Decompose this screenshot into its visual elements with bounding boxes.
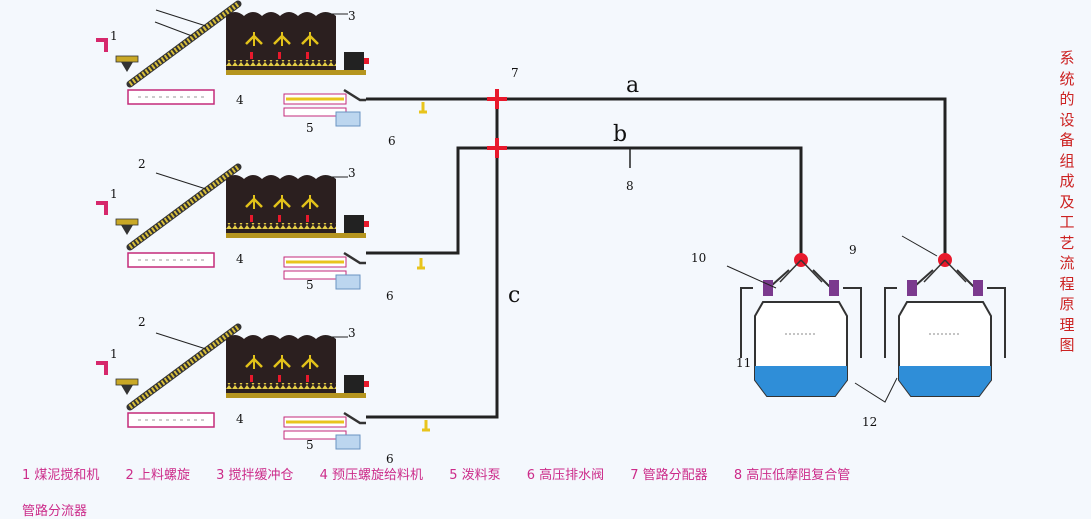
label-9: 9 [849,243,857,257]
label-a: a [626,73,639,98]
label-3-bottom: 3 [348,326,356,340]
label-6-middle: 6 [386,289,394,303]
label-1-top: 1 [110,29,118,43]
drain-valve-bottom [422,420,430,432]
legend-row-2: 管路分流器 [22,500,109,519]
legend-item-7: 7 管路分配器 [630,468,708,483]
feed-unit-bottom [96,327,369,449]
label-4-top: 4 [236,93,244,107]
label-4-middle: 4 [236,252,244,266]
label-b: b [613,122,627,147]
label-4-bottom: 4 [236,412,244,426]
vessel-right [884,269,1006,397]
feed-unit-middle [96,167,369,289]
legend-row-1: 1 煤泥搅和机 2 上料螺旋 3 搅拌缓冲仓 4 预压螺旋给料机 5 泼料泵 6… [22,464,872,483]
feed-unit-top [96,4,369,126]
label-5-middle: 5 [306,278,314,292]
label-2-middle: 2 [138,157,146,171]
label-6-bottom: 6 [386,452,394,466]
drain-valve-top [419,102,427,114]
label-c: c [508,283,520,308]
pipe-b [366,146,803,258]
label-5-bottom: 5 [306,438,314,452]
legend-item-1: 1 煤泥搅和机 [22,468,100,483]
label-11: 11 [736,356,751,370]
legend-item-6: 6 高压排水阀 [526,468,605,483]
label-3-top: 3 [348,9,356,23]
pipe-a [366,97,947,258]
legend-item-8-cont: 管路分流器 [22,504,88,519]
legend-item-5: 5 泼料泵 [449,468,501,483]
legend-item-3: 3 搅拌缓冲仓 [216,468,294,483]
label-6-top: 6 [388,134,396,148]
label-1-middle: 1 [110,187,118,201]
side-title: 系统的设备组成及工艺流程原理图 [1059,49,1075,354]
drain-valve-middle [417,258,425,270]
legend-item-2: 2 上料螺旋 [125,468,190,483]
label-3-middle: 3 [348,166,356,180]
label-2-bottom: 2 [138,315,146,329]
pipe-c [366,99,499,419]
label-10: 10 [691,251,706,265]
label-7: 7 [511,66,519,80]
junction-7-upper [487,89,507,109]
legend-item-8: 8 高压低摩阻复合管 [733,468,851,483]
vessel-left [740,269,862,397]
label-5-top: 5 [306,121,314,135]
label-12: 12 [862,415,877,429]
legend-item-4: 4 预压螺旋给料机 [319,468,424,483]
label-8: 8 [626,179,634,193]
junction-7-lower [487,138,507,158]
label-1-bottom: 1 [110,347,118,361]
